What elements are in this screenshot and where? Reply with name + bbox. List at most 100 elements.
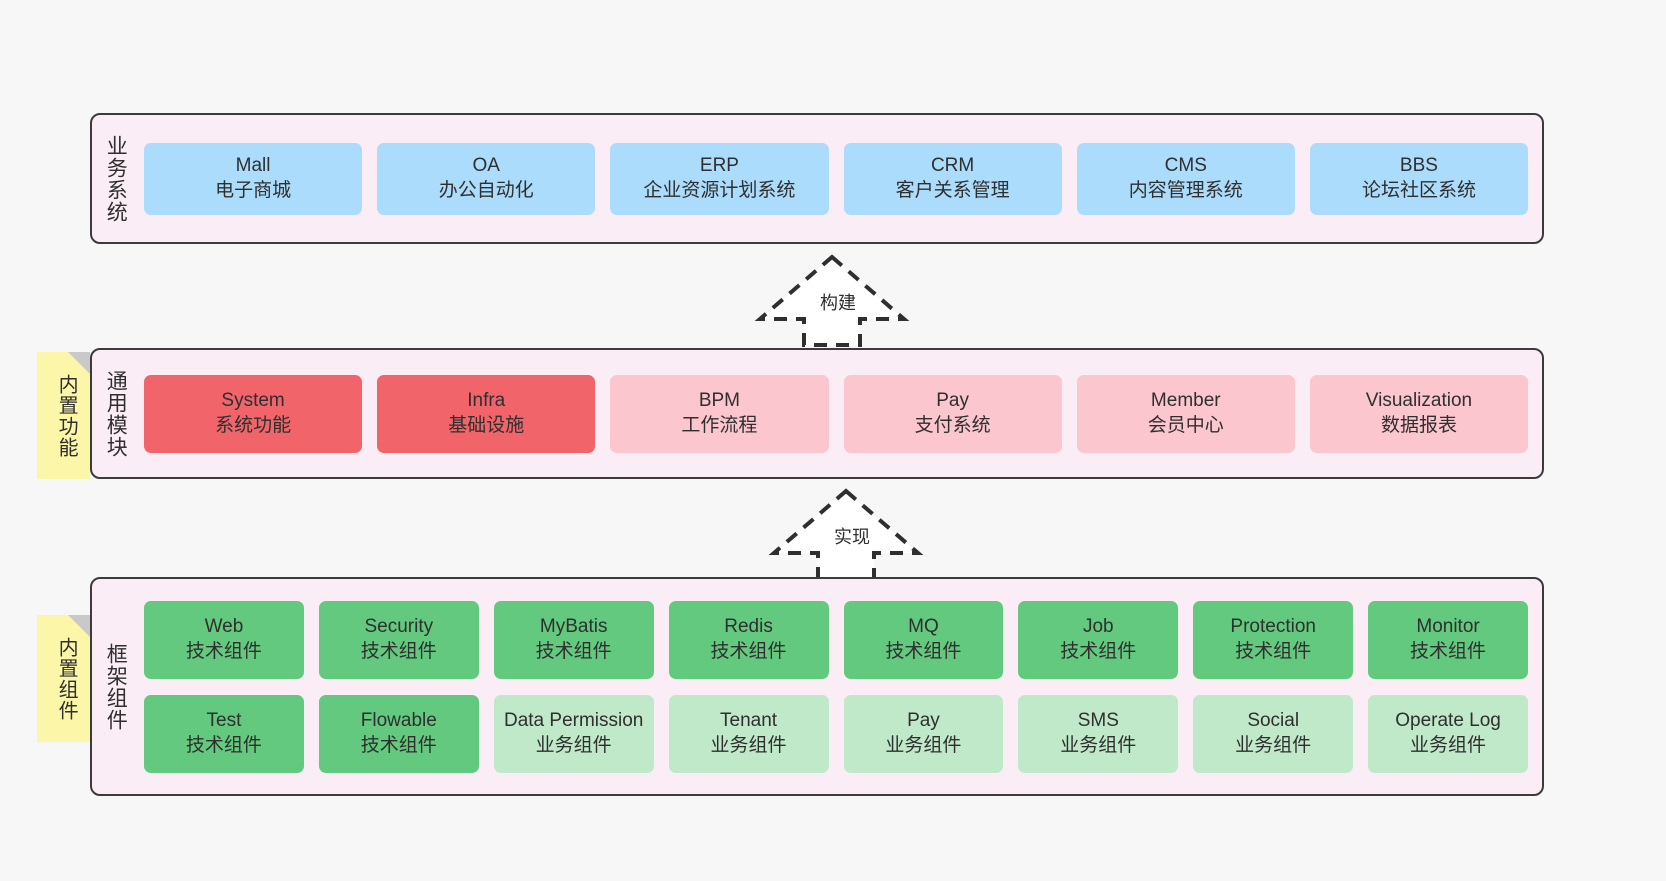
sticky-note-builtin-features: 内置功能	[37, 352, 90, 479]
card-title-en: MQ	[908, 615, 939, 637]
card-title-en: Web	[204, 615, 244, 637]
card-row: System 系统功能 Infra 基础设施 BPM 工作流程 Pay 支付系统…	[144, 374, 1529, 453]
layer-title-business: 业务系统	[104, 134, 128, 223]
module-card-pay[interactable]: Pay 支付系统	[843, 374, 1062, 453]
card-title-cn: 业务组件	[710, 734, 787, 756]
card-title-en: Social	[1247, 709, 1300, 731]
module-card-security[interactable]: Security 技术组件	[318, 600, 479, 679]
card-title-cn: 技术组件	[185, 640, 262, 662]
module-card-bpm[interactable]: BPM 工作流程	[610, 374, 829, 453]
module-card-redis[interactable]: Redis 技术组件	[668, 600, 829, 679]
page-fold-icon	[68, 352, 90, 374]
card-title-en: CMS	[1164, 154, 1207, 176]
card-title-en: ERP	[699, 154, 739, 176]
card-title-en: Tenant	[720, 709, 778, 731]
card-title-en: Job	[1082, 615, 1114, 637]
card-title-cn: 系统功能	[215, 414, 292, 436]
layer-body-common: System 系统功能 Infra 基础设施 BPM 工作流程 Pay 支付系统…	[138, 350, 1542, 477]
card-title-cn: 业务组件	[535, 734, 612, 756]
card-title-cn: 数据报表	[1380, 414, 1457, 436]
module-card-data-permission[interactable]: Data Permission 业务组件	[493, 694, 654, 773]
card-title-en: BBS	[1399, 154, 1438, 176]
card-title-en: System	[221, 389, 285, 411]
module-card-job[interactable]: Job 技术组件	[1018, 600, 1179, 679]
module-card-visualization[interactable]: Visualization 数据报表	[1309, 374, 1529, 453]
layer-body-business: Mall 电子商城 OA 办公自动化 ERP 企业资源计划系统 CRM 客户关系…	[138, 115, 1542, 242]
card-title-cn: 技术组件	[885, 640, 962, 662]
sticky-note-builtin-components: 内置组件	[37, 615, 90, 742]
card-title-en: Pay	[907, 709, 940, 731]
card-row: Mall 电子商城 OA 办公自动化 ERP 企业资源计划系统 CRM 客户关系…	[144, 142, 1529, 215]
card-title-cn: 业务组件	[1410, 734, 1487, 756]
card-title-cn: 客户关系管理	[895, 179, 1010, 201]
arrow-implement	[766, 487, 926, 582]
module-card-crm[interactable]: CRM 客户关系管理	[843, 142, 1062, 215]
module-card-test[interactable]: Test 技术组件	[144, 694, 304, 773]
card-title-en: Pay	[936, 389, 969, 411]
card-title-en: MyBatis	[539, 615, 608, 637]
card-title-en: CRM	[930, 154, 975, 176]
card-title-cn: 技术组件	[185, 734, 262, 756]
arrow-implement-icon	[768, 488, 924, 581]
card-title-en: Infra	[467, 389, 506, 411]
card-title-en: Security	[364, 615, 434, 637]
card-title-cn: 业务组件	[1235, 734, 1312, 756]
card-title-cn: 技术组件	[535, 640, 612, 662]
arrow-implement-label: 实现	[834, 527, 870, 547]
module-card-erp[interactable]: ERP 企业资源计划系统	[610, 142, 829, 215]
module-card-bbs[interactable]: BBS 论坛社区系统	[1309, 142, 1529, 215]
layer-title-framework: 框架组件	[104, 642, 128, 731]
module-card-mq[interactable]: MQ 技术组件	[843, 600, 1004, 679]
card-title-en: Redis	[724, 615, 773, 637]
card-title-cn: 办公自动化	[438, 179, 534, 201]
card-title-en: Data Permission	[503, 709, 644, 731]
card-title-cn: 支付系统	[914, 414, 991, 436]
sticky-note-label: 内置功能	[55, 373, 78, 458]
card-title-cn: 工作流程	[681, 414, 758, 436]
card-title-en: Protection	[1230, 615, 1316, 637]
page-fold-icon	[68, 615, 90, 637]
layer-common-modules: 通用模块 System 系统功能 Infra 基础设施 BPM 工作流程 Pay…	[90, 348, 1544, 479]
module-card-sms[interactable]: SMS 业务组件	[1018, 694, 1179, 773]
module-card-pay-business[interactable]: Pay 业务组件	[843, 694, 1004, 773]
module-card-cms[interactable]: CMS 内容管理系统	[1076, 142, 1295, 215]
card-title-en: Visualization	[1365, 389, 1473, 411]
module-card-system[interactable]: System 系统功能	[144, 374, 363, 453]
layer-title-common: 通用模块	[104, 369, 128, 458]
card-title-cn: 论坛社区系统	[1361, 179, 1476, 201]
module-card-tenant[interactable]: Tenant 业务组件	[668, 694, 829, 773]
card-row: Test 技术组件 Flowable 技术组件 Data Permission …	[144, 694, 1528, 773]
module-card-monitor[interactable]: Monitor 技术组件	[1368, 600, 1528, 679]
card-title-en: Operate Log	[1395, 709, 1501, 731]
card-title-en: Monitor	[1416, 615, 1480, 637]
card-title-cn: 业务组件	[885, 734, 962, 756]
card-title-cn: 电子商城	[215, 179, 292, 201]
card-title-cn: 基础设施	[448, 414, 525, 436]
card-title-cn: 会员中心	[1147, 414, 1224, 436]
module-card-mybatis[interactable]: MyBatis 技术组件	[493, 600, 654, 679]
layer-business-systems: 业务系统 Mall 电子商城 OA 办公自动化 ERP 企业资源计划系统 CRM…	[90, 113, 1544, 244]
card-title-cn: 技术组件	[360, 640, 437, 662]
layer-body-framework: Web 技术组件 Security 技术组件 MyBatis 技术组件 Redi…	[138, 579, 1542, 794]
sticky-note-label: 内置组件	[55, 636, 78, 721]
module-card-oa[interactable]: OA 办公自动化	[377, 142, 596, 215]
card-title-en: SMS	[1077, 709, 1119, 731]
card-title-cn: 技术组件	[1410, 640, 1487, 662]
card-title-en: Flowable	[360, 709, 437, 731]
arrow-build	[752, 253, 912, 348]
module-card-social[interactable]: Social 业务组件	[1193, 694, 1354, 773]
card-title-cn: 内容管理系统	[1128, 179, 1243, 201]
module-card-web[interactable]: Web 技术组件	[144, 600, 304, 679]
card-title-en: Mall	[235, 154, 271, 176]
card-title-cn: 企业资源计划系统	[643, 179, 796, 201]
module-card-protection[interactable]: Protection 技术组件	[1193, 600, 1354, 679]
module-card-mall[interactable]: Mall 电子商城	[144, 142, 363, 215]
module-card-flowable[interactable]: Flowable 技术组件	[318, 694, 479, 773]
card-title-en: Test	[206, 709, 242, 731]
arrow-build-icon	[754, 254, 910, 347]
card-title-en: BPM	[698, 389, 741, 411]
module-card-operate-log[interactable]: Operate Log 业务组件	[1368, 694, 1528, 773]
module-card-infra[interactable]: Infra 基础设施	[377, 374, 596, 453]
module-card-member[interactable]: Member 会员中心	[1076, 374, 1295, 453]
